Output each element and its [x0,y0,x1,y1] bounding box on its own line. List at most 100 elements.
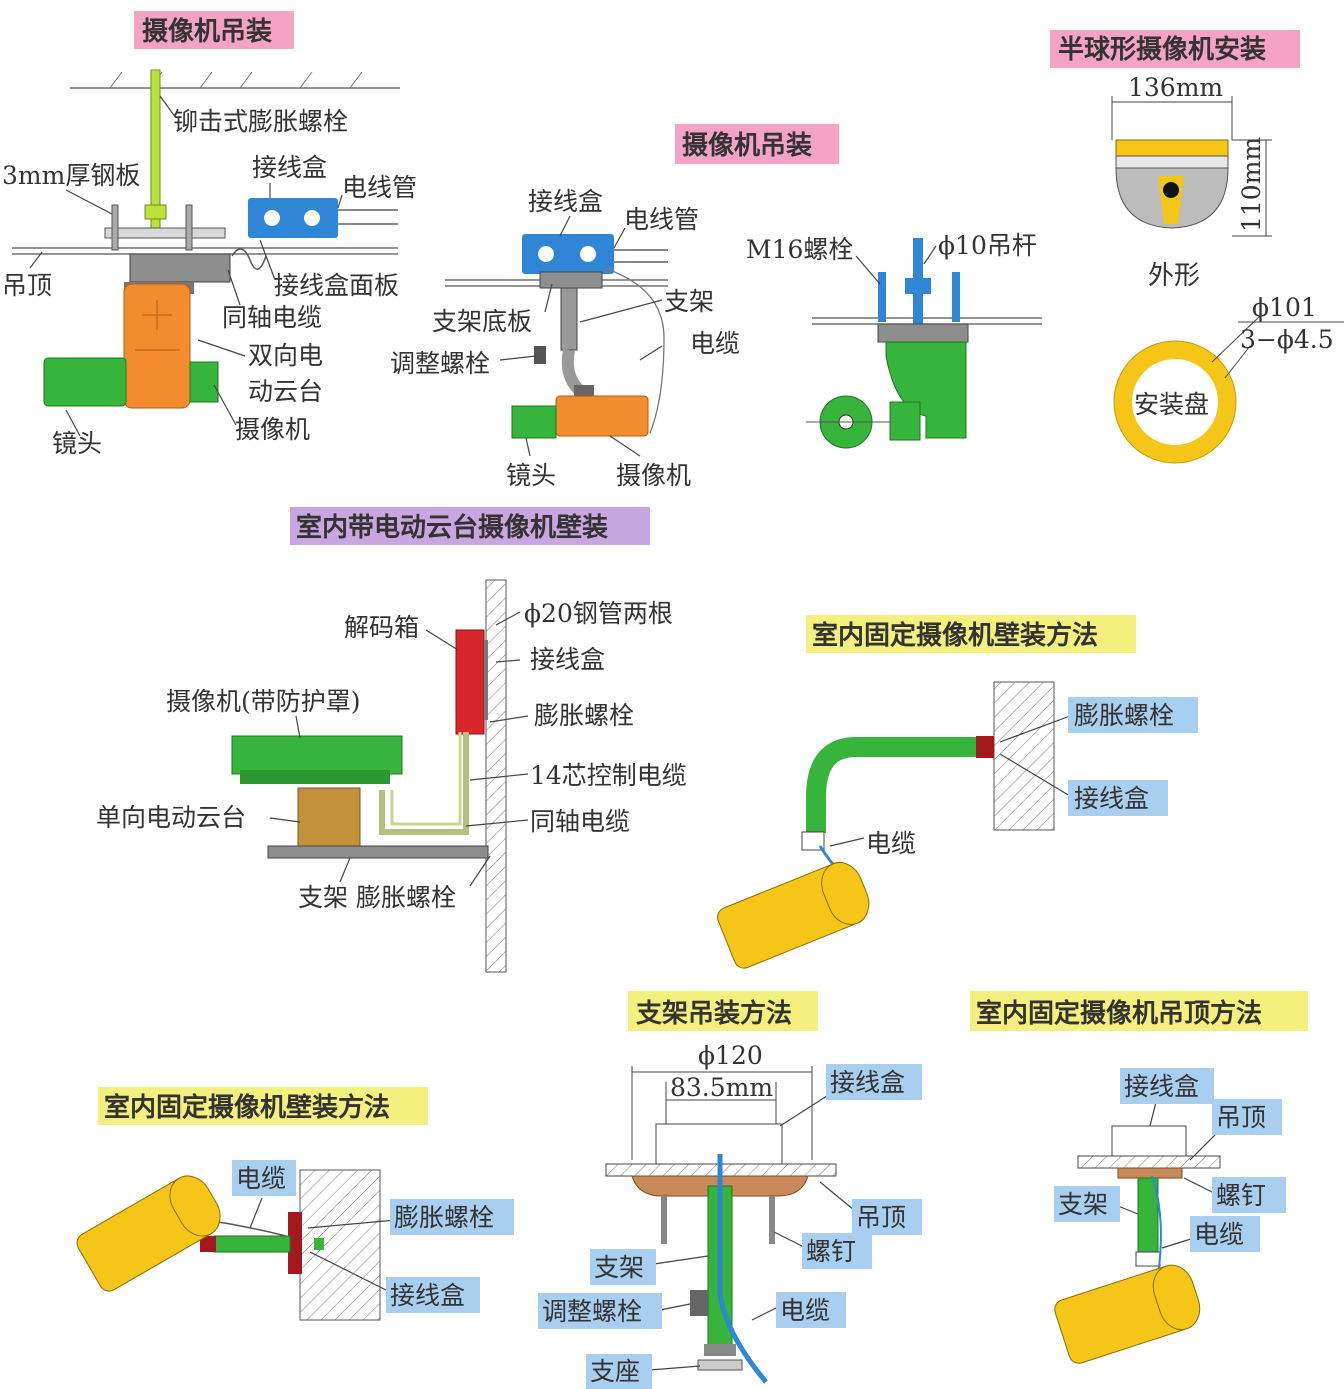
p9-label-bracket: 支架 [1058,1190,1108,1219]
p5-label-decoder: 解码箱 [344,613,419,642]
p8-label-ceiling: 吊顶 [856,1203,906,1232]
p2-label-camera: 摄像机 [616,461,691,490]
p9-label-ceiling: 吊顶 [1216,1103,1266,1132]
dome-height-label: 110mm [1237,137,1266,232]
p7-label-cable: 电缆 [236,1164,286,1193]
p2-label-junction-box: 接线盒 [528,187,603,216]
mount-plate-edge [1113,340,1237,464]
label-ceiling: 吊顶 [2,271,52,300]
panel9-leaders [1117,1101,1219,1249]
p3-label-rod: ϕ10吊杆 [938,231,1037,260]
panel-wall-fixed-left: 室内固定摄像机壁装方法 电缆 膨胀螺栓 接线盒 [76,1087,514,1321]
p2-jbox-hole-1 [538,246,554,262]
orange-ptz [123,283,191,409]
junction-box-blue [248,198,338,238]
p3-bolt-left [878,272,886,322]
p5-label-ptz: 单向电动云台 [96,803,246,832]
p9-base-plate [1117,1167,1183,1179]
p5-camera-housing [231,735,403,775]
panel4-title-bg [1050,30,1300,68]
p9-bracket-bg [1054,1186,1120,1222]
p5-cable-pipe [379,732,469,835]
panel9-title-bg [970,991,1308,1031]
p8-label-junction-box: 接线盒 [830,1068,905,1097]
label-camera: 摄像机 [235,415,310,444]
panel-wall-fixed-right: 室内固定摄像机壁装方法 膨胀螺栓 接线盒 电缆 [717,615,1198,969]
green-camera-body [189,361,219,403]
panel6-title-bg [806,615,1136,653]
holes-leader [1224,345,1251,379]
panel8-title-bg [628,991,818,1031]
p7-green-arm [213,1235,291,1253]
p9-jbox-bg [1120,1068,1214,1104]
label-conduit: 电线管 [342,173,417,202]
panel7-title: 室内固定摄像机壁装方法 [104,1092,390,1123]
ptz-base [129,253,231,283]
panel2-leaders [499,215,663,457]
p2-label-cable: 电缆 [690,329,740,358]
p7-jbox-bg [386,1277,480,1313]
p6-label-expansion-bolt: 膨胀螺栓 [1074,701,1174,730]
p8-jbox-bg [826,1064,922,1100]
p8-bracket-foot [704,1344,736,1356]
p9-label-screw: 螺钉 [1216,1181,1266,1210]
p2-label-bracket: 支架 [664,287,714,316]
p7-expansion-bg [390,1199,514,1235]
p3-mount-plate [877,323,969,343]
mount-plate-ring [1114,341,1236,463]
p8-cable-bg [776,1292,846,1328]
panel-ceiling-ptz: 摄像机吊装 [2,11,417,458]
p7-camera [76,1175,221,1292]
p7-arm-cap [314,1238,324,1250]
p8-label-base: 支座 [590,1357,640,1386]
p8-adjust-bolt [690,1290,708,1316]
p2-junction-box [522,234,614,274]
panel-wall-ptz: 室内带电动云台摄像机壁装 解码箱 ϕ20钢管两根 接线盒 摄像机(带防护罩) 膨… [96,507,687,973]
p7-label-junction-box: 接线盒 [390,1281,465,1310]
d101-leader [1211,315,1261,363]
p2-label-bracket-base: 支架底板 [432,307,532,336]
panel5-title-bg [290,507,650,545]
p3-label-m16: M16螺栓 [746,235,853,264]
p9-label-cable: 电缆 [1194,1220,1244,1249]
p6-arm-clamp [801,831,825,851]
p5-cable-pipe-2 [390,732,462,826]
p7-wall-plate [288,1212,302,1274]
p5-label-cable14: 14芯控制电缆 [530,761,687,790]
dome-cap [1115,139,1229,157]
p8-bracket-bg [590,1249,656,1285]
panel3-leaders [855,245,937,285]
jbox-hole-1 [264,210,280,226]
p9-clamp [1135,1251,1161,1267]
p3-bolt-right [952,272,960,322]
label-lens: 镜头 [52,429,102,458]
label-ptz-2: 动云台 [248,377,323,406]
dome-ring [1115,155,1229,169]
p7-label-expansion-bolt: 膨胀螺栓 [394,1203,494,1232]
p9-ceiling-bg [1212,1099,1282,1135]
panel-rod-hang: M16螺栓 ϕ10吊杆 [746,231,1042,449]
p6-label-junction-box: 接线盒 [1074,784,1149,813]
panel2-title-bg [675,124,839,164]
p6-wall-plate [976,736,994,758]
p2-bracket-base [539,271,603,289]
panel-ceiling-bracket: 摄像机吊装 接线盒 电线管 支架底板 支架 调整螺栓 电缆 [390,124,839,490]
green-lens [43,357,127,407]
p8-cable [717,1154,768,1384]
panel2-title: 摄像机吊装 [682,131,812,161]
p7-cable-bg [232,1160,296,1196]
p2-orange-camera [555,395,649,437]
p7-arm-end [200,1236,216,1252]
p3-rod-nut [905,278,931,294]
p2-label-lens: 镜头 [506,461,556,490]
p5-label-bracket-bolt: 支架 膨胀螺栓 [298,883,456,912]
p8-label-adjust-bolt: 调整螺栓 [542,1297,642,1326]
p8-adjust-bg [538,1293,662,1329]
label-expansion-bolt: 铆击式膨胀螺栓 [173,107,348,136]
panel6-title: 室内固定摄像机壁装方法 [812,620,1098,651]
bolt-right [185,204,193,251]
p8-base [697,1359,743,1371]
p9-label-junction-box: 接线盒 [1124,1072,1199,1101]
panel4-title: 半球形摄像机安装 [1058,35,1266,65]
p2-label-conduit: 电线管 [624,205,699,234]
